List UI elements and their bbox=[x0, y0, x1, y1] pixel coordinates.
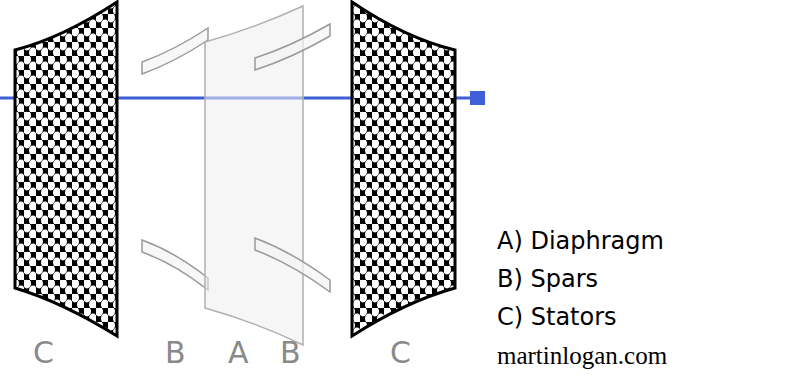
stator-plate bbox=[352, 2, 455, 336]
slide-bullet bbox=[470, 91, 485, 105]
part-letter: C bbox=[33, 336, 54, 371]
stator-plate bbox=[15, 2, 117, 336]
part-key: A) Diaphragm bbox=[497, 228, 664, 256]
part-letter: C bbox=[390, 336, 411, 371]
spar-bar bbox=[142, 28, 208, 74]
part-key: B) Spars bbox=[497, 266, 598, 294]
spar-bar bbox=[255, 238, 330, 292]
spar-bar bbox=[142, 240, 208, 290]
part-letter: B bbox=[165, 336, 186, 371]
source-credit: martinlogan.com bbox=[497, 342, 667, 371]
part-letter: A bbox=[228, 336, 249, 371]
spar-bar bbox=[255, 24, 330, 70]
part-letter: B bbox=[280, 336, 301, 371]
part-key: C) Stators bbox=[497, 304, 617, 332]
